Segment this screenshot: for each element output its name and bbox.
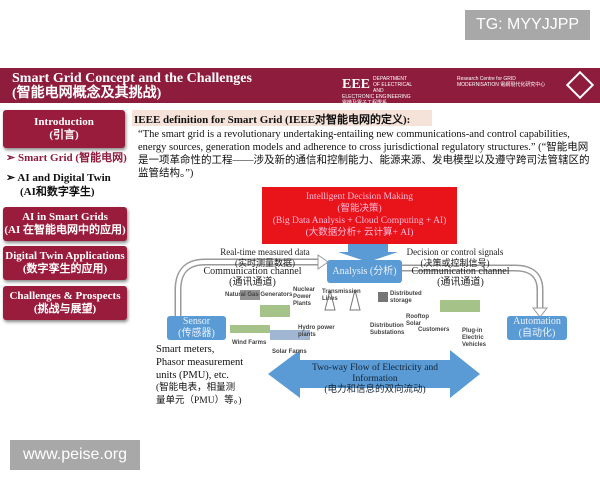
label-en: Communication channel — [411, 266, 510, 277]
eee-logo-text: DEPARTMENT OF ELECTRICAL AND ELECTRONIC … — [342, 76, 413, 106]
nav-intro-en: Introduction — [34, 116, 94, 128]
label-en: Decision or control signals — [406, 247, 504, 257]
decision-making-box: Intelligent Decision Making (智能决策) (Big Da… — [262, 187, 457, 244]
grid-label: Distributed storage — [390, 291, 422, 304]
bullet-smart-grid[interactable]: ➢ Smart Grid (智能电网) — [6, 152, 127, 164]
nav-ai-in-smart-grids[interactable]: AI in Smart Grids(AI 在智能电网中的应用) — [3, 207, 127, 241]
flow-zh: (电力和信息的双向流动) — [324, 385, 426, 395]
label-en: Real-time measured data — [220, 247, 310, 257]
desc-line: (智能电表，相量测 — [156, 383, 236, 393]
nav-zh: (挑战与展望) — [33, 303, 97, 315]
label-en: Communication channel — [203, 266, 302, 277]
decision-line: Intelligent Decision Making — [305, 192, 414, 202]
title-en: Smart Grid Concept and the Challenges — [12, 71, 252, 86]
nav-challenges[interactable]: Challenges & Prospects(挑战与展望) — [3, 286, 127, 320]
sensor-en: Sensor — [182, 316, 211, 327]
nav-intro-zh: (引言) — [49, 129, 79, 141]
right-channel-label: Communication channel(通讯通道) — [408, 266, 513, 288]
grid-label: Customers — [418, 327, 450, 333]
nav-zh: (数字孪生的应用) — [22, 263, 108, 275]
grid-modernisation-logo: Research Centre for GRID MODERNISATION 電… — [435, 76, 555, 88]
watermark-top: TG: MYYJJPP — [465, 10, 590, 40]
watermark-bottom: www.peise.org — [10, 440, 140, 470]
grid-logo-text: Research Centre for GRID MODERNISATION 電… — [457, 76, 546, 88]
nav-en: Digital Twin Applications — [5, 250, 125, 262]
grid-label: Nuclear Power Plants — [293, 287, 316, 307]
sensor-box: Sensor(传感器) — [167, 316, 226, 340]
flow-en: Two-way Flow of Electricity and Informat… — [312, 363, 438, 384]
left-channel-label: Communication channel(通讯通道) — [200, 266, 305, 288]
grid-label: Wind Farms — [232, 340, 267, 346]
label-zh: (通讯通道) — [437, 277, 484, 288]
grid-label: Natural Gas Generators — [225, 292, 293, 298]
grid-label: Distribution Substations — [370, 323, 405, 336]
down-arrow — [338, 244, 398, 262]
label-zh: (通讯通道) — [229, 277, 276, 288]
nav-introduction[interactable]: Introduction(引言) — [3, 110, 125, 148]
automation-en: Automation — [513, 316, 561, 327]
sensor-description: Smart meters, Phasor measurement units (PM… — [156, 343, 243, 408]
label-zh: (实时测量数据) — [235, 258, 295, 268]
desc-line: Smart meters, — [156, 344, 215, 355]
nav-zh: (AI 在智能电网中的应用) — [4, 224, 126, 236]
nav-en: Challenges & Prospects — [9, 290, 121, 302]
title-zh: (智能电网概念及其挑战) — [12, 86, 162, 101]
grid-label: Rooftop Solar — [406, 314, 429, 327]
decision-line: (Big Data Analysis + Cloud Computing + A… — [272, 216, 447, 226]
grid-label: Plug-in Electric Vehicles — [462, 328, 487, 348]
desc-line: 量单元（PMU）等。) — [156, 396, 242, 406]
analysis-box: Analysis (分析) — [327, 260, 402, 283]
realtime-data-label: Real-time measured data(实时测量数据) — [215, 247, 315, 269]
desc-line: Phasor measurement — [156, 357, 244, 368]
decision-line: (大数据分析+ 云计算+ AI) — [305, 228, 414, 238]
grid-label: Solar Farms — [272, 349, 307, 355]
bullet-ai-digital-twin[interactable]: ➢ AI and Digital Twin(AI和数字孪生) — [6, 172, 111, 198]
bullet-label: Smart Grid (智能电网) — [17, 152, 127, 164]
nav-digital-twin[interactable]: Digital Twin Applications(数字孪生的应用) — [3, 246, 127, 280]
decision-line: (智能决策) — [337, 204, 382, 214]
bullet-label: AI and Digital Twin — [17, 172, 111, 184]
definition-quote: “The smart grid is a revolutionary under… — [138, 129, 590, 179]
automation-box: Automation(自动化) — [507, 316, 567, 340]
two-way-arrow — [268, 350, 480, 398]
label-zh: (决策或控制信号) — [420, 258, 490, 268]
sensor-zh: (传感器) — [178, 328, 215, 339]
nav-en: AI in Smart Grids — [22, 211, 108, 223]
decision-signals-label: Decision or control signals(决策或控制信号) — [405, 247, 505, 269]
grid-label: Hydro power plants — [298, 325, 335, 338]
definition-heading: IEEE definition for Smart Grid (IEEE对智能电… — [132, 110, 432, 126]
two-way-flow-label: Two-way Flow of Electricity and Informat… — [295, 363, 455, 396]
bullet-label-zh: (AI和数字孪生) — [20, 186, 95, 198]
grid-illustration — [230, 289, 480, 340]
automation-zh: (自动化) — [518, 328, 556, 339]
desc-line: units (PMU), etc. — [156, 370, 229, 381]
slide-header: Smart Grid Concept and the Challenges (智… — [0, 68, 600, 106]
grid-label: Transmission Lines — [322, 289, 361, 302]
